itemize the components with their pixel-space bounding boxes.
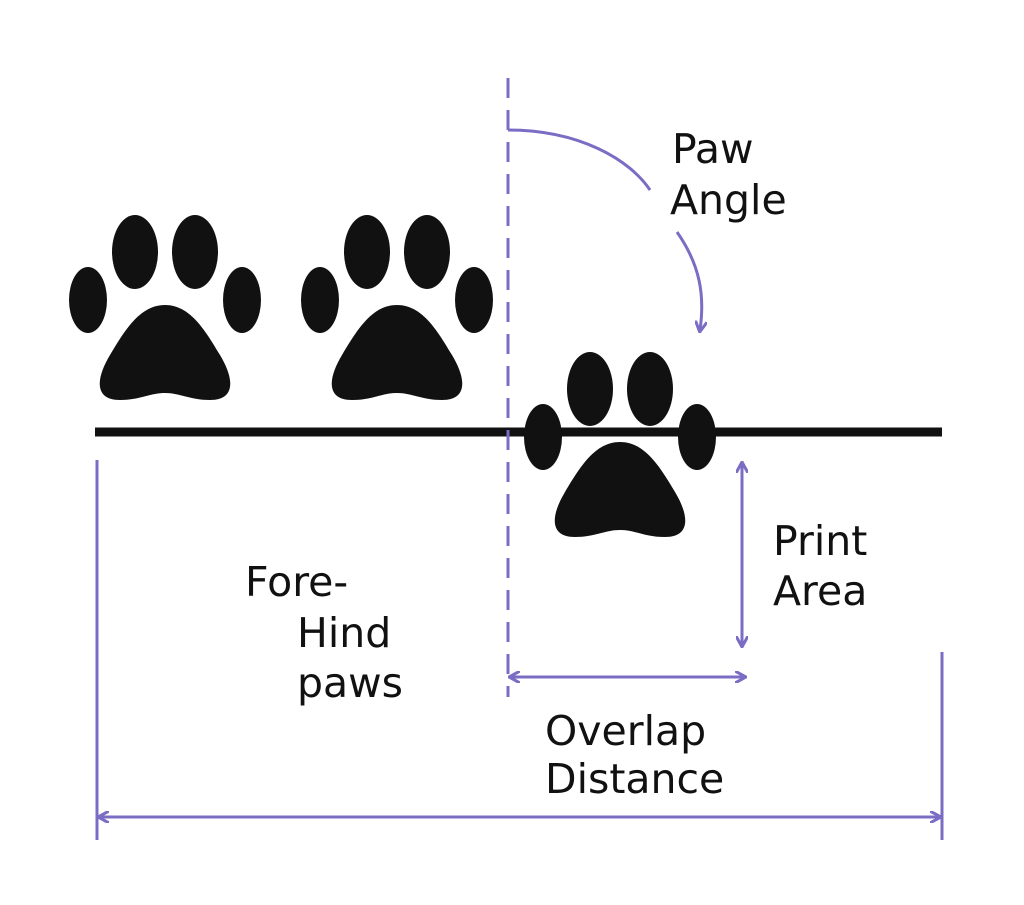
paw-angle-label-line2: Angle: [670, 176, 787, 224]
overlap-distance-label-line1: Overlap: [545, 707, 706, 755]
paw-angle-label-line1: Paw: [672, 125, 754, 173]
paw-print-1: [69, 215, 261, 400]
overlap-distance-label-line2: Distance: [545, 755, 724, 803]
fore-hind-label-line3: paws: [297, 659, 403, 707]
print-area-label-line1: Print: [773, 517, 867, 565]
paw-angle-arc: [507, 128, 652, 191]
paw-angle-arrow: [675, 231, 702, 330]
fore-hind-label-line1: Fore-: [245, 558, 348, 606]
print-area-label-line2: Area: [773, 567, 867, 615]
paw-print-3: [524, 352, 716, 537]
paw-print-2: [301, 215, 493, 400]
fore-hind-label-line2: Hind: [297, 609, 391, 657]
